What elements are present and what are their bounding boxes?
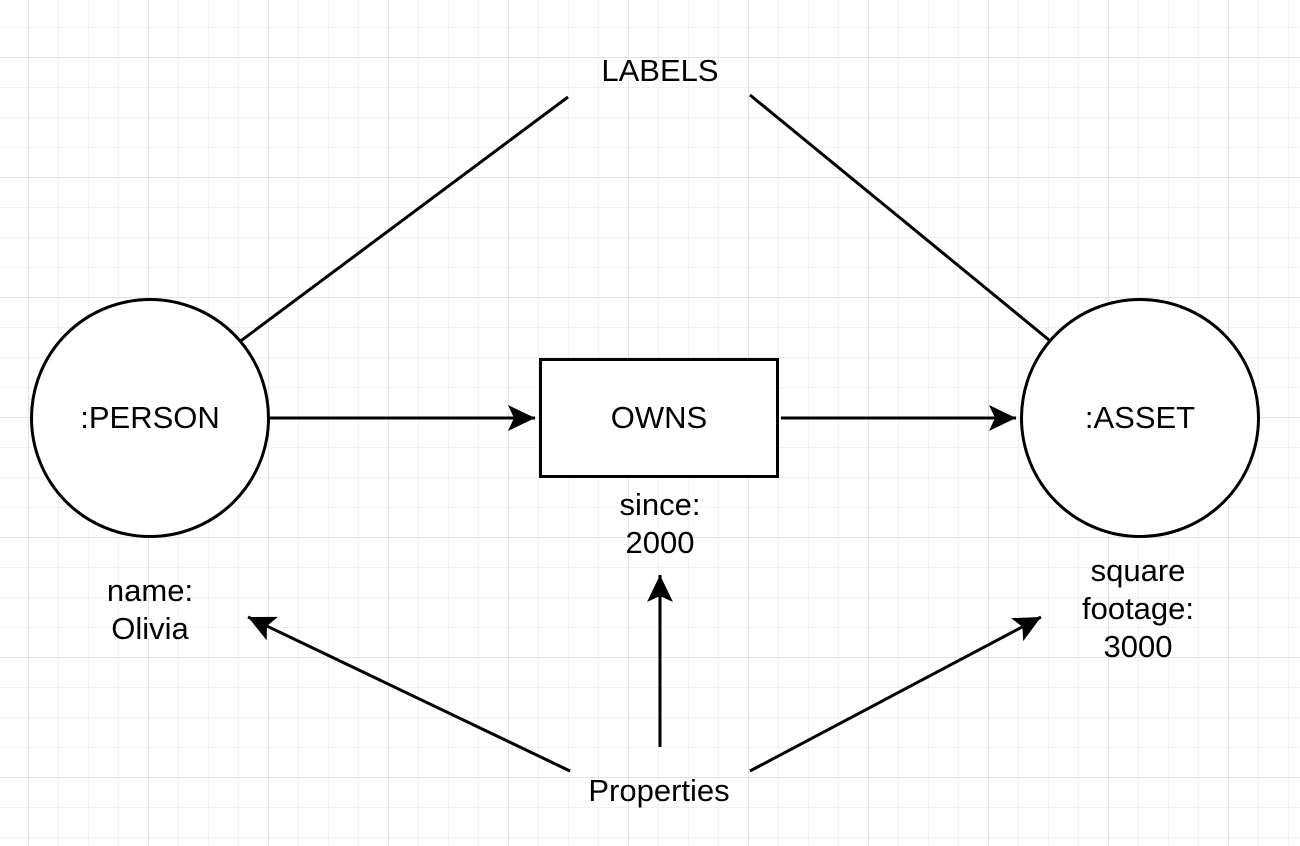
labels-title[interactable]: LABELS <box>601 53 719 88</box>
node-owns[interactable]: OWNS <box>539 358 779 478</box>
asset-property-text[interactable]: square footage: 3000 <box>1081 553 1195 664</box>
node-asset[interactable]: :ASSET <box>1020 298 1260 538</box>
node-person[interactable]: :PERSON <box>30 298 270 538</box>
node-person-label: :PERSON <box>80 400 220 435</box>
edge-properties-to-name[interactable] <box>247 615 571 773</box>
owns-property-text[interactable]: since: 2000 <box>619 487 701 560</box>
properties-title[interactable]: Properties <box>588 773 730 808</box>
node-asset-label: :ASSET <box>1084 400 1196 435</box>
edge-properties-to-footage[interactable] <box>749 615 1042 773</box>
edge-labels-to-asset[interactable] <box>749 93 1105 387</box>
edge-labels-to-person[interactable] <box>186 95 569 383</box>
person-property-text[interactable]: name: Olivia <box>106 573 194 646</box>
node-owns-label: OWNS <box>610 400 708 435</box>
